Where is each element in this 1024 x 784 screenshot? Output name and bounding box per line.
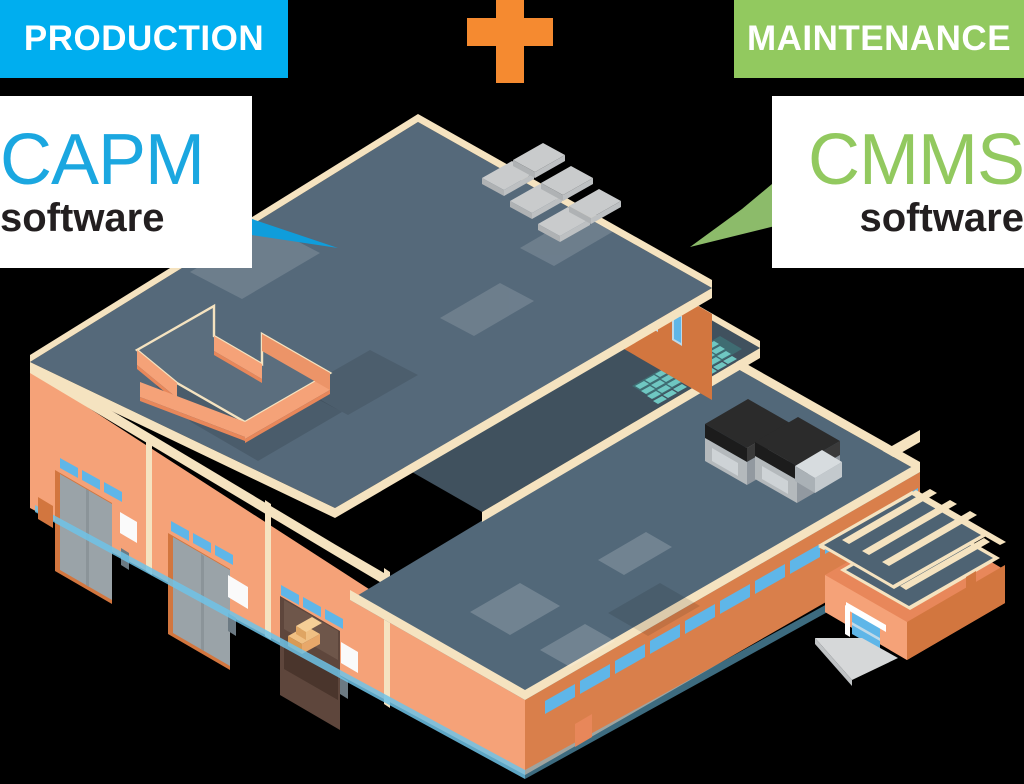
green-arrow-icon xyxy=(690,184,775,247)
plus-sign-icon xyxy=(467,0,553,83)
roof-skylights xyxy=(482,143,621,242)
blue-arrow-icon xyxy=(231,182,338,248)
card-capm: CAPM software xyxy=(0,96,252,268)
side-entrance-canopy xyxy=(815,489,1006,686)
capm-acronym: CAPM xyxy=(0,120,205,201)
banner-maintenance: MAINTENANCE xyxy=(734,0,1024,78)
card-cmms: CMMS software xyxy=(772,96,1024,268)
cmms-subtitle: software xyxy=(859,195,1024,240)
plus-horizontal-bar xyxy=(467,18,553,46)
cargo-crate xyxy=(288,617,322,654)
banner-production: PRODUCTION xyxy=(0,0,288,78)
capm-subtitle: software xyxy=(0,195,165,240)
cmms-acronym: CMMS xyxy=(808,120,1024,201)
raised-roof-block xyxy=(134,303,342,461)
roof-hvac-units xyxy=(705,399,842,503)
banner-production-label: PRODUCTION xyxy=(23,19,265,58)
banner-maintenance-label: MAINTENANCE xyxy=(746,19,1012,58)
